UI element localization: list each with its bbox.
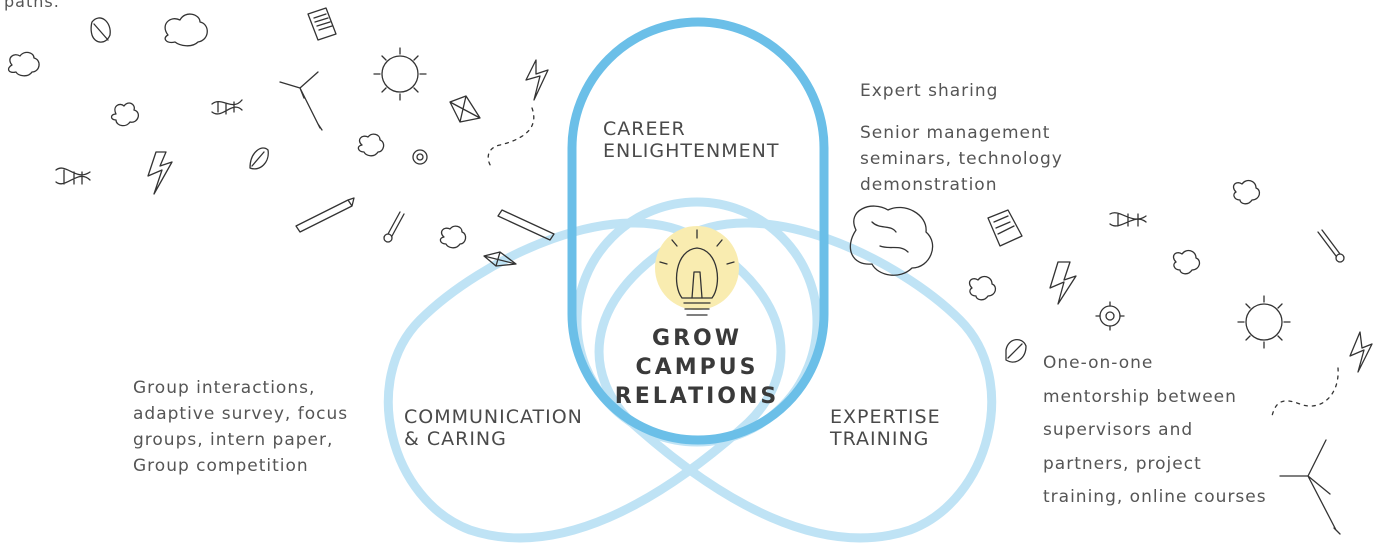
lightbulb-icon bbox=[659, 229, 735, 316]
leaf-icon bbox=[249, 147, 269, 170]
expertise-note: One-on-one mentorship between supervisor… bbox=[1043, 353, 1267, 507]
wind-turbine-icon bbox=[279, 71, 323, 131]
dna-icon bbox=[211, 99, 243, 115]
career-note-2: Senior management seminars, technology d… bbox=[860, 123, 1063, 195]
expertise-loop bbox=[594, 218, 997, 543]
cloud-icon bbox=[439, 225, 467, 249]
cloud-icon bbox=[164, 13, 208, 47]
pencil-icon bbox=[295, 197, 355, 233]
cloud-icon bbox=[7, 51, 40, 77]
pencil-icon bbox=[497, 209, 555, 241]
cloud-icon bbox=[968, 275, 997, 301]
lightning-icon bbox=[525, 59, 549, 101]
center-title: GROW CAMPUS RELATIONS bbox=[597, 324, 797, 411]
cloud-icon bbox=[110, 102, 140, 127]
leaf-icon bbox=[90, 17, 111, 43]
center-line-3: RELATIONS bbox=[614, 384, 780, 409]
center-line-1: GROW bbox=[652, 326, 742, 351]
network-icon bbox=[449, 95, 481, 123]
network-icon bbox=[483, 251, 517, 267]
lightning-icon bbox=[1349, 331, 1373, 373]
communication-label: COMMUNICATION & CARING bbox=[404, 406, 583, 450]
expertise-label: EXPERTISE TRAINING bbox=[830, 406, 941, 450]
dna-icon bbox=[1109, 212, 1147, 227]
sun-icon bbox=[1237, 295, 1291, 349]
gear-icon bbox=[1095, 301, 1125, 331]
brain-icon bbox=[849, 205, 934, 276]
career-label: CAREER ENLIGHTENMENT bbox=[603, 118, 780, 162]
dotted-path-icon bbox=[487, 107, 535, 169]
document-icon bbox=[307, 7, 337, 41]
communication-note: Group interactions, adaptive survey, foc… bbox=[133, 378, 349, 476]
career-note-1: Expert sharing bbox=[860, 81, 999, 101]
dotted-path-icon bbox=[1271, 367, 1339, 417]
dna-icon bbox=[55, 167, 91, 185]
center-line-2: CAMPUS bbox=[635, 355, 759, 380]
wind-turbine-icon bbox=[1279, 439, 1341, 535]
sun-icon bbox=[373, 47, 427, 101]
cloud-icon bbox=[357, 133, 385, 157]
lightning-icon bbox=[1049, 261, 1077, 305]
top-left-fragment: paths. bbox=[4, 0, 60, 11]
thermometer-icon bbox=[383, 211, 405, 243]
gear-icon bbox=[412, 149, 428, 165]
thermometer-icon bbox=[1317, 229, 1345, 263]
leaf-icon bbox=[1005, 339, 1027, 363]
cloud-icon bbox=[1232, 179, 1261, 205]
career-capsule bbox=[567, 17, 829, 445]
cloud-icon bbox=[1172, 249, 1201, 275]
communication-loop bbox=[383, 218, 786, 543]
bulb-glow bbox=[655, 226, 739, 310]
lightning-icon bbox=[147, 151, 173, 195]
document-icon bbox=[987, 209, 1023, 247]
